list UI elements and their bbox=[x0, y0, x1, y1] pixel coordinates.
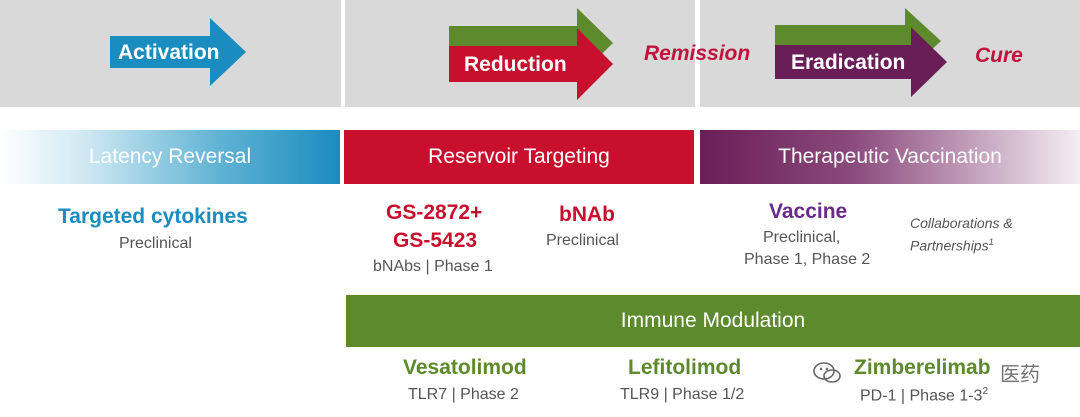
latency-reversal-bar: Latency Reversal bbox=[0, 130, 340, 184]
gs-combo-title-line2: GS-5423 bbox=[393, 229, 478, 252]
checkpoint-inhibitor-title: Zimberelimab bbox=[854, 356, 991, 379]
reduction-label: Reduction bbox=[464, 53, 567, 76]
eradication-arrow-back bbox=[775, 8, 941, 74]
targeted-cytokines-phase: Preclinical bbox=[119, 235, 192, 252]
immune-modulation-bar: Immune Modulation bbox=[346, 295, 1080, 347]
reservoir-targeting-bar: Reservoir Targeting bbox=[344, 130, 694, 184]
reduction-arrow bbox=[449, 28, 613, 100]
wechat-icon bbox=[812, 360, 842, 391]
collaborations-note: Collaborations & Partnerships1 bbox=[910, 214, 1013, 256]
immune-modulation-label: Immune Modulation bbox=[620, 309, 806, 332]
lefitolimod-phase: TLR9 | Phase 1/2 bbox=[620, 386, 745, 403]
therapeutic-vaccination-bar: Therapeutic Vaccination bbox=[700, 130, 1080, 184]
checkpoint-inhibitor-phase: PD-1 | Phase 1-32 bbox=[860, 386, 988, 405]
activation-arrow bbox=[110, 18, 246, 86]
bnab-title: bNAb bbox=[559, 203, 615, 226]
vesatolimod-phase: TLR7 | Phase 2 bbox=[408, 386, 519, 403]
gs-combo-phase: bNAbs | Phase 1 bbox=[373, 258, 493, 275]
latency-reversal-label: Latency Reversal bbox=[88, 145, 252, 168]
collaborations-line1: Collaborations & bbox=[910, 215, 1013, 231]
collaborations-line2: Partnerships1 bbox=[910, 237, 994, 254]
lefitolimod-title: Lefitolimod bbox=[628, 356, 742, 379]
eradication-arrow bbox=[775, 27, 947, 97]
vaccine-title: Vaccine bbox=[769, 200, 848, 223]
vaccine-phase-line2: Phase 1, Phase 2 bbox=[744, 251, 871, 268]
vesatolimod-title: Vesatolimod bbox=[403, 356, 527, 379]
remission-label: Remission bbox=[644, 42, 751, 65]
reservoir-targeting-label: Reservoir Targeting bbox=[428, 145, 610, 168]
eradication-label: Eradication bbox=[791, 51, 906, 74]
vaccine-phase-line1: Preclinical, bbox=[763, 229, 841, 246]
gs-combo-title-line1: GS-2872+ bbox=[386, 201, 483, 224]
reduction-arrow-back bbox=[449, 8, 613, 78]
bnab-phase: Preclinical bbox=[546, 232, 619, 249]
therapeutic-vaccination-label: Therapeutic Vaccination bbox=[778, 145, 1002, 168]
watermark-text: 医药 bbox=[1000, 364, 1040, 386]
targeted-cytokines-title: Targeted cytokines bbox=[58, 205, 248, 228]
cure-label: Cure bbox=[975, 44, 1023, 67]
activation-label: Activation bbox=[118, 41, 220, 64]
